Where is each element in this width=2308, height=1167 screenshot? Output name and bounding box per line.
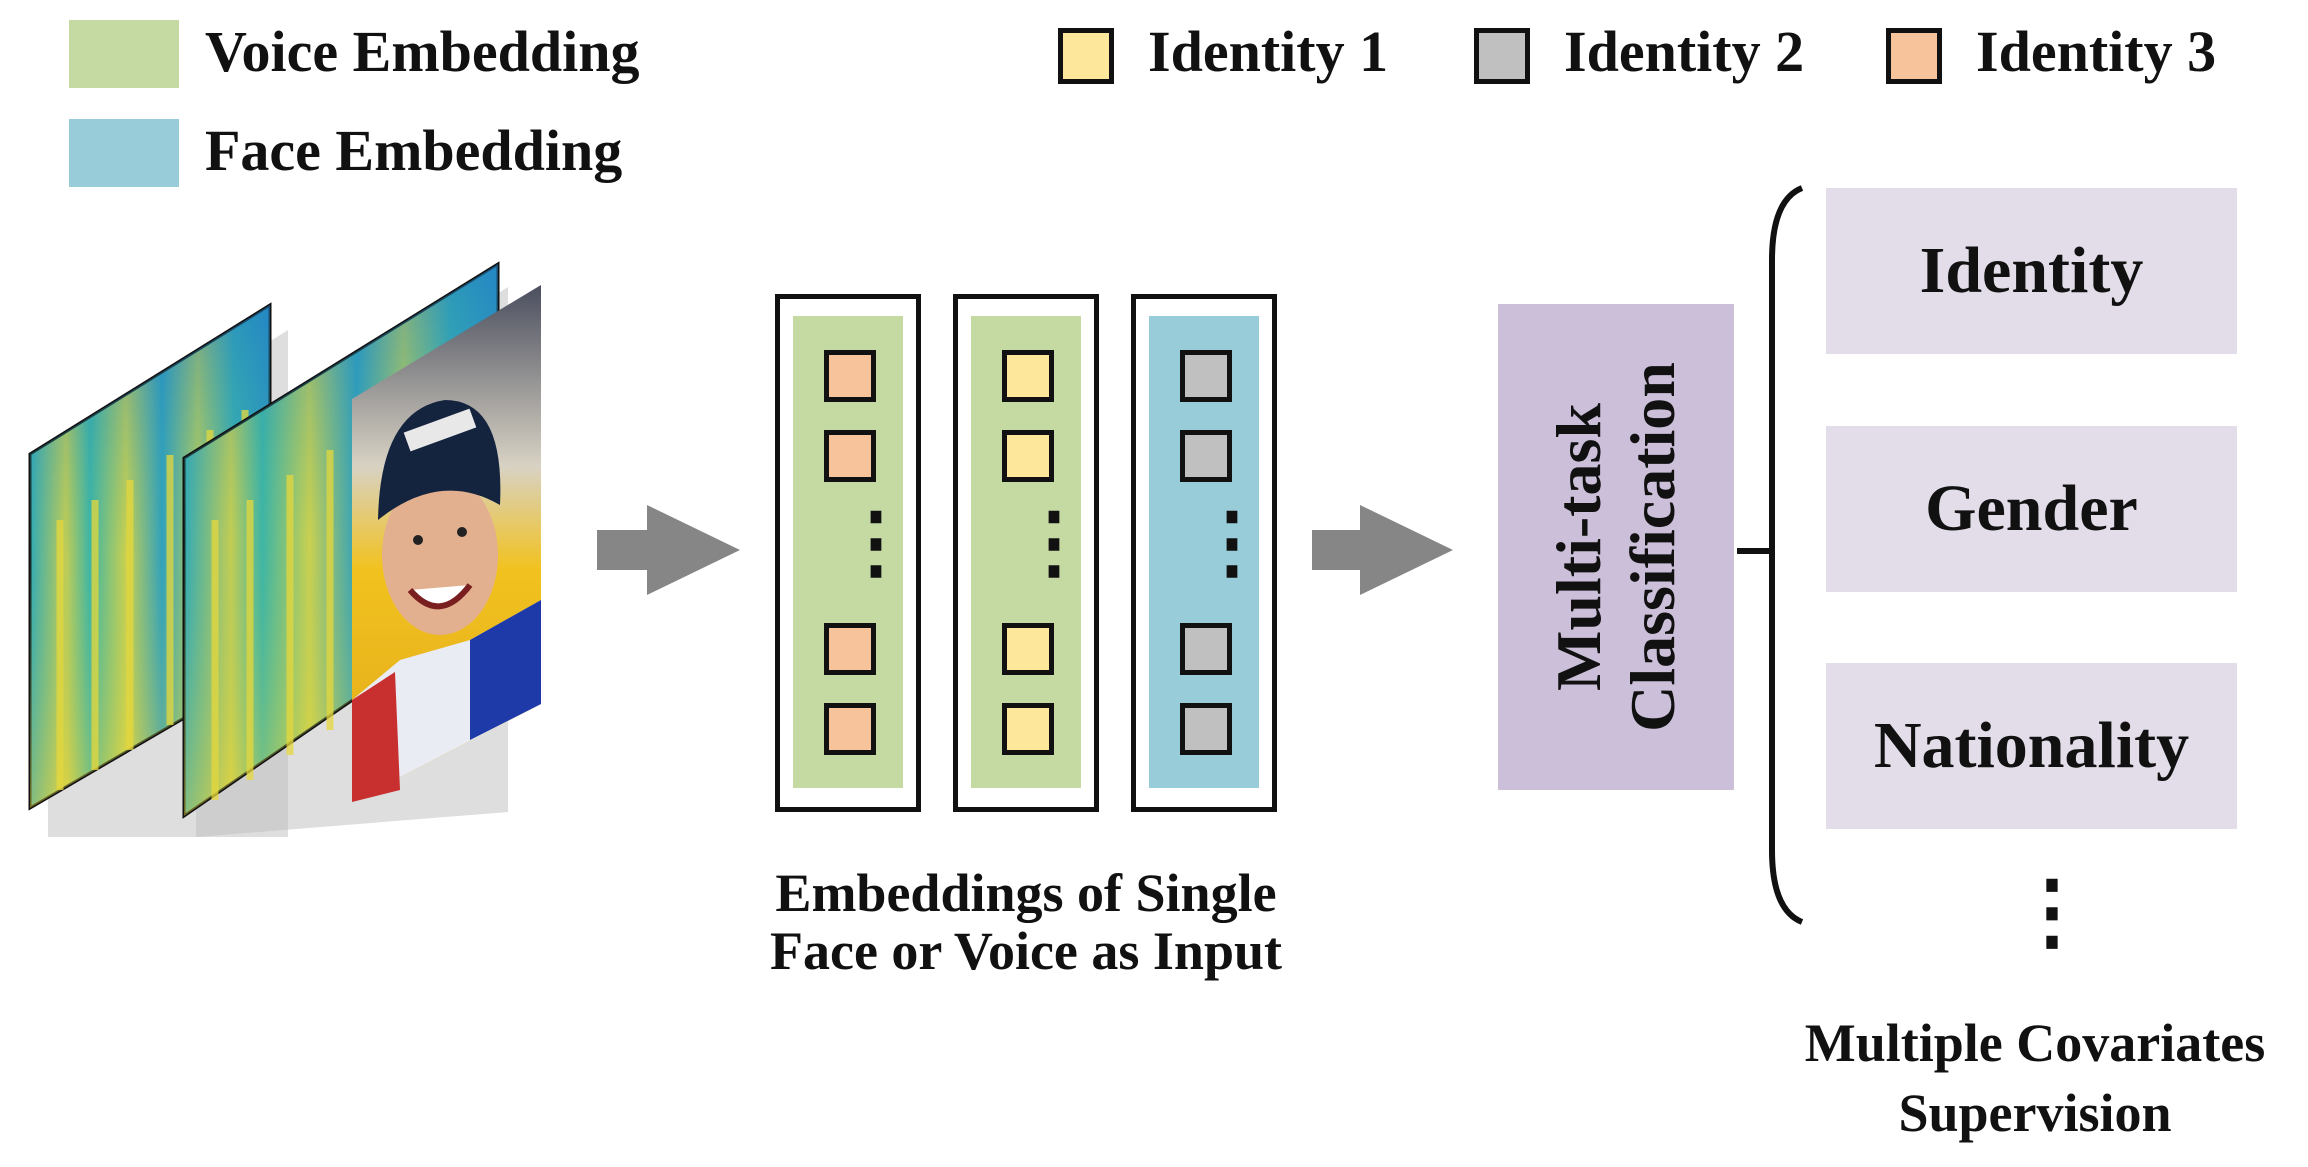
outputs-caption-line2: Supervision — [1898, 1083, 2172, 1143]
outputs-caption-line1: Multiple Covariates — [1804, 1013, 2266, 1073]
embedding-square — [1180, 703, 1232, 755]
identity-2-swatch — [1474, 28, 1530, 84]
embeddings-caption-line2: Face or Voice as Input — [769, 921, 1283, 981]
arrow-to-embeddings — [597, 505, 740, 595]
classifier-line2: Classification — [1617, 362, 1688, 732]
embedding-square — [824, 623, 876, 675]
output-nationality-label: Nationality — [1873, 709, 2190, 782]
identity-3-swatch — [1886, 28, 1942, 84]
identity-3-label: Identity 3 — [1976, 19, 2217, 84]
identity-1-label: Identity 1 — [1148, 19, 1389, 84]
face-embedding-label: Face Embedding — [205, 118, 623, 183]
embedding-ellipsis: ⋮ — [836, 499, 916, 587]
voice-embedding-label: Voice Embedding — [205, 19, 640, 84]
embeddings-caption-line1: Embeddings of Single — [775, 863, 1277, 923]
arrow-to-classifier — [1312, 505, 1453, 595]
identity-1-swatch — [1058, 28, 1114, 84]
output-gender-label: Gender — [1925, 472, 2138, 545]
embedding-square — [1002, 350, 1054, 402]
output-identity-box: Identity — [1826, 188, 2237, 354]
classifier-line1: Multi-task — [1543, 403, 1614, 691]
identity-2-label: Identity 2 — [1564, 19, 1805, 84]
output-brace — [1737, 185, 1804, 925]
embedding-square — [824, 703, 876, 755]
embedding-ellipsis: ⋮ — [1014, 499, 1094, 587]
embedding-square — [1180, 623, 1232, 675]
output-nationality-box: Nationality — [1826, 663, 2237, 829]
embedding-square — [824, 350, 876, 402]
embedding-square — [1180, 350, 1232, 402]
output-identity-label: Identity — [1919, 234, 2144, 307]
output-gender-box: Gender — [1826, 426, 2237, 592]
multi-task-classification-box — [1498, 304, 1734, 790]
face-photo — [352, 285, 541, 802]
embedding-square — [1002, 430, 1054, 482]
face-embedding-swatch — [69, 119, 179, 187]
voice-embedding-swatch — [69, 20, 179, 88]
embedding-ellipsis: ⋮ — [1192, 499, 1272, 587]
output-ellipsis: ⋮ — [2010, 866, 2094, 959]
classifier-label: Multi-task Classification — [1498, 304, 1734, 790]
embedding-square — [824, 430, 876, 482]
embedding-square — [1180, 430, 1232, 482]
embedding-square — [1002, 623, 1054, 675]
embedding-square — [1002, 703, 1054, 755]
